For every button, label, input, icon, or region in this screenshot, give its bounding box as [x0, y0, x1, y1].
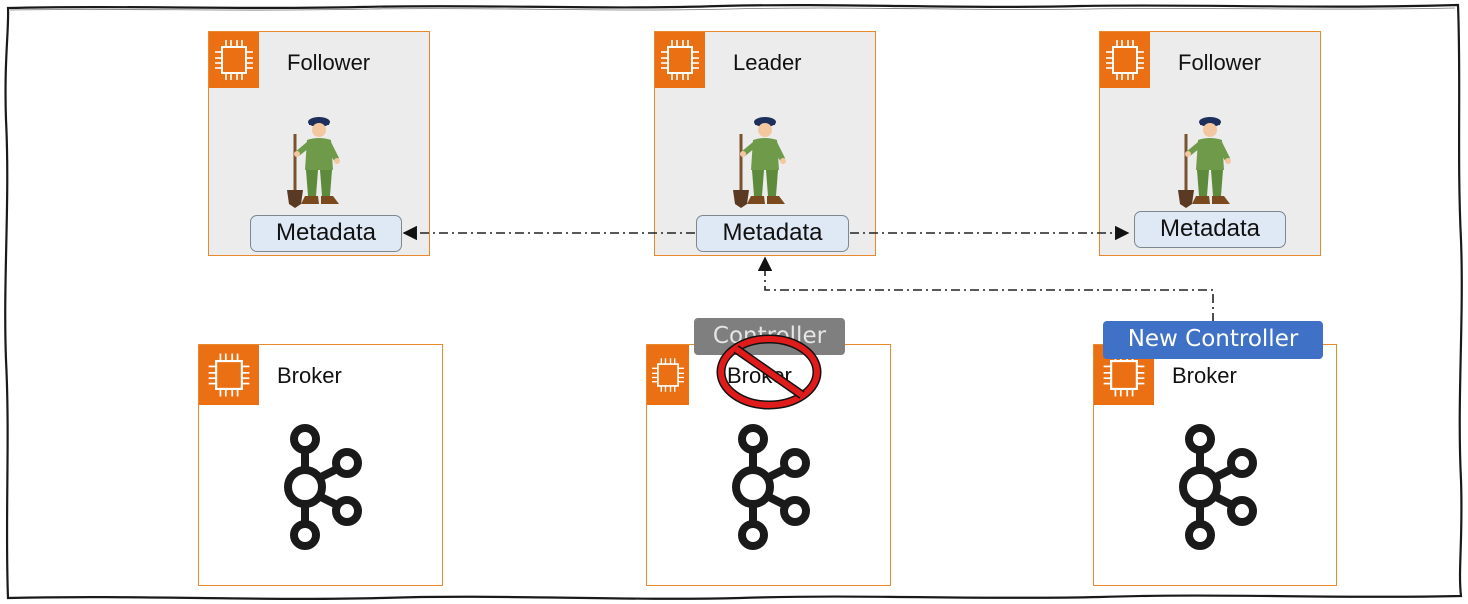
zookeeper-node-follower-1: Follower Metadata	[208, 31, 430, 256]
zookeeper-node-follower-2: Follower Metadata	[1099, 31, 1321, 256]
compute-chip-icon	[1100, 32, 1150, 88]
metadata-store: Metadata	[250, 215, 402, 252]
metadata-store: Metadata	[1134, 211, 1286, 248]
new-controller-to-leader-arrow	[757, 256, 1214, 322]
zookeeper-node-leader: Leader Metadata	[654, 31, 876, 256]
metadata-store: Metadata	[696, 215, 849, 252]
prohibited-icon	[716, 334, 822, 410]
zookeeper-keeper-icon	[1178, 117, 1231, 208]
broker-node-3: Broker	[1093, 344, 1337, 586]
compute-chip-icon	[647, 345, 689, 405]
node-role-label: Follower	[287, 50, 371, 75]
kafka-logo-icon	[284, 424, 362, 550]
broker-label: Broker	[277, 363, 342, 388]
node-role-label: Leader	[733, 50, 802, 75]
kafka-logo-icon	[732, 424, 810, 550]
compute-chip-icon	[655, 32, 705, 88]
kafka-logo-icon	[1179, 424, 1257, 550]
compute-chip-icon	[199, 345, 259, 405]
zookeeper-keeper-icon	[287, 117, 340, 208]
new-controller-badge: New Controller	[1103, 321, 1323, 359]
zookeeper-keeper-icon	[733, 117, 786, 208]
node-role-label: Follower	[1178, 50, 1262, 75]
broker-node-1: Broker	[198, 344, 443, 586]
compute-chip-icon	[209, 32, 259, 88]
broker-node-2: Broker	[646, 344, 891, 586]
broker-label: Broker	[1172, 363, 1237, 388]
